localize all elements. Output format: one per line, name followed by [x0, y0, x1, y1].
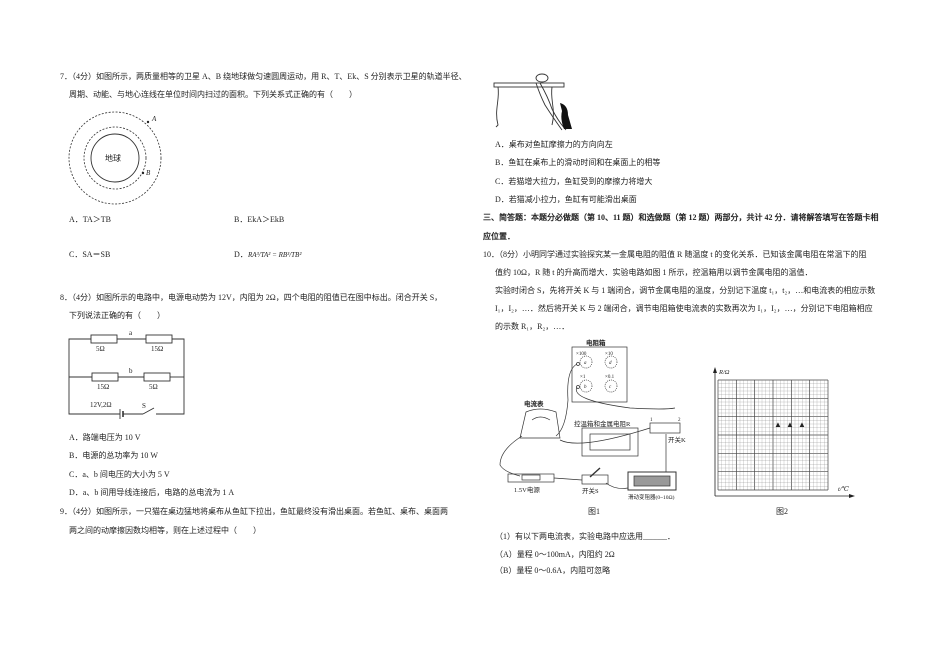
dial-x1-label: ×1	[580, 375, 586, 380]
q8-stem-line1: 8．（4分）如图所示的电路中，电源电动势为 12V，内阻为 2Ω，四个电阻的阻值…	[60, 293, 443, 302]
resistance-box-label: 电阻箱	[586, 338, 606, 347]
q10-choice-b: （B）量程 0～0.6A，内阻可忽略	[495, 566, 611, 575]
node-a-label: a	[129, 329, 133, 337]
switch-label: S	[142, 402, 146, 410]
dial-x01-label: ×0.1	[605, 375, 615, 380]
x-axis-arrow	[849, 494, 855, 498]
figure-2-caption: 图2	[776, 507, 788, 516]
satellite-b-label: B	[146, 169, 151, 177]
q8-circuit-figure: 5Ω 15Ω 15Ω 5Ω a b 12V,2Ω S	[68, 329, 185, 419]
q7-option-a: A．TA＞TB	[69, 215, 112, 224]
resistor-label: 15Ω	[97, 383, 109, 391]
q9-option-d: D．若猫减小拉力，鱼缸有可能滑出桌面	[495, 195, 637, 204]
dial-c-label: c	[609, 385, 612, 390]
q8-option-c: C．a、b 间电压的大小为 5 V	[69, 470, 170, 479]
q9-option-c: C．若猫增大拉力，鱼缸受到的摩擦力将增大	[495, 177, 653, 186]
dial-b-label: b	[584, 385, 587, 390]
resistor-label: 15Ω	[151, 345, 163, 353]
ammeter-label: 电流表	[524, 399, 544, 408]
dial-d-label: d	[609, 361, 612, 366]
rheostat-label: 滑动变阻器(0~10Ω)	[628, 493, 675, 501]
q7-option-b: B．EkA＞EkB	[234, 215, 285, 224]
oven-label: 控温箱和金属电阻R	[574, 419, 631, 428]
q10-stem-line2: 值约 10Ω，R 随 t 的升高而增大．实验电路如图 1 所示，控温箱用以调节金…	[495, 268, 813, 277]
q9-option-b: B．鱼缸在桌布上的滑动时间和在桌面上的相等	[495, 158, 661, 167]
satellite-a-label: A	[151, 115, 157, 123]
q7-option-d-formula: RA³/TA² = RB³/TB²	[248, 251, 302, 259]
q9-stem-line2: 两之间的动摩擦因数均相等，则在上述过程中（ ）	[69, 526, 261, 535]
q10-stem-line4: I₁，I₂，…．然后将开关 K 与 2 端闭合，调节电阻箱使电流表的实数再次为 …	[495, 304, 873, 313]
resistor-label: 5Ω	[96, 345, 105, 353]
q10-stem-line3: 实验时闭合 S，先将开关 K 与 1 端闭合，调节金属电阻的温度，分别记下温度 …	[495, 286, 876, 295]
q9-option-a: A．桌布对鱼缸摩擦力的方向向左	[495, 140, 613, 149]
q7-stem-line2: 周期、动能、与地心连线在单位时间内扫过的面积。下列关系式正确的有（ ）	[69, 90, 357, 99]
switch-s-label: 开关S	[582, 486, 599, 495]
data-marker: ▲	[774, 420, 782, 429]
source-label: 12V,2Ω	[90, 401, 112, 409]
x-axis-label: t/℃	[838, 485, 850, 493]
dial-a-label: a	[584, 361, 587, 366]
q10-stem-line5: 的示数 R₁，R₂，…．	[495, 322, 570, 331]
data-marker: ▲	[798, 420, 806, 429]
switch-k-terminal-2: 2	[678, 418, 681, 423]
dial-x100-label: ×100	[576, 352, 587, 357]
resistor-label: 5Ω	[149, 383, 158, 391]
node-b-label: b	[129, 367, 133, 375]
q9-cat-table-figure	[493, 73, 572, 131]
q7-orbit-figure: 地球 A B	[68, 111, 162, 205]
data-marker: ▲	[786, 420, 794, 429]
q7-stem-line1: 7．（4分）如图所示，两质量相等的卫星 A、B 绕地球做匀速圆周运动，用 R、T…	[60, 72, 467, 81]
q10-sub-question-1: （1）有以下两电流表，实验电路中应选用______．	[495, 532, 675, 541]
battery-label: 1.5V电源	[514, 485, 540, 494]
earth-label: 地球	[105, 153, 121, 163]
dial-x10-label: ×10	[605, 352, 613, 357]
section-3-heading-line2: 应位置．	[483, 232, 515, 241]
q9-stem-line1: 9．（4分）如图所示，一只猫在桌边猛地将桌布从鱼缸下拉出，鱼缸最终没有滑出桌面。…	[60, 507, 448, 516]
q7-option-c: C．SA＝SB	[69, 250, 111, 259]
switch-k-terminal-1: 1	[650, 418, 653, 423]
y-axis-arrow	[713, 367, 717, 373]
q10-figure-1-circuit: 电阻箱 ×100 ×10 ×1 ×0.1 a d b c 电流表 控温箱和金属电…	[499, 338, 686, 516]
q10-stem-line1: 10．（8分）小明同学通过实验探究某一金属电阻的阻值 R 随温度 t 的变化关系…	[483, 250, 867, 259]
section-3-heading-line1: 三、简答题：本题分必做题（第 10、11 题）和选做题（第 12 题）两部分，共…	[483, 213, 879, 222]
figure-1-caption: 图1	[588, 507, 600, 516]
q10-choice-a: （A）量程 0～100mA，内阻约 2Ω	[495, 550, 615, 559]
q7-option-d-prefix: D．	[234, 250, 248, 259]
y-axis-label: R/Ω	[718, 369, 730, 376]
q10-figure-2-grid: R/Ω t/℃ ▲ ▲ ▲ 图2	[713, 367, 855, 516]
q8-option-d: D．a、b 间用导线连接后，电路的总电流为 1 A	[69, 488, 235, 497]
q8-option-a: A．路端电压为 10 V	[69, 433, 141, 442]
q8-stem-line2: 下列说法正确的有（ ）	[69, 311, 165, 320]
switch-k-label: 开关K	[668, 435, 686, 444]
q8-option-b: B．电源的总功率为 10 W	[69, 451, 158, 460]
